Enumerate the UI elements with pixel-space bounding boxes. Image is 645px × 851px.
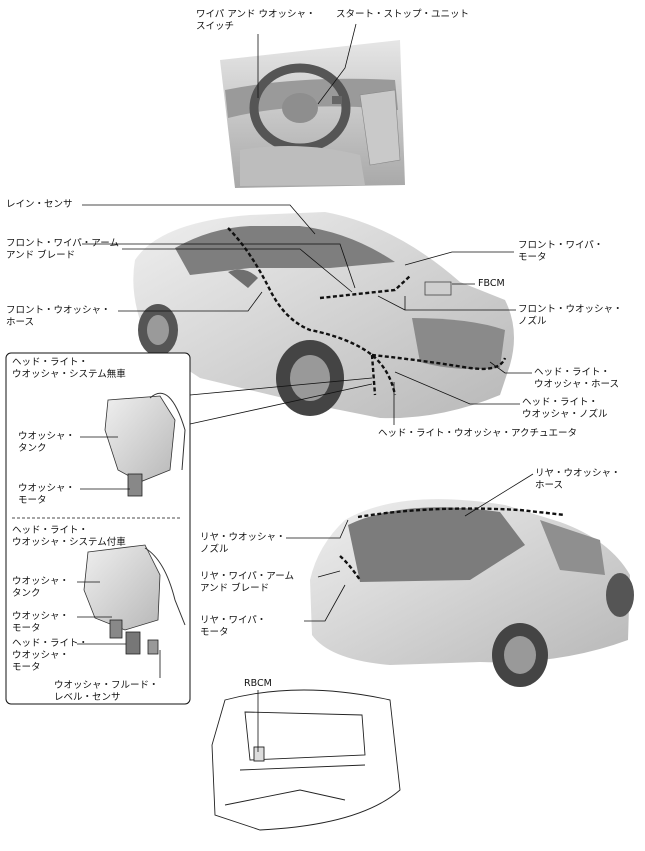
label-headlight-washer-hose: ヘッド・ライト・ ウオッシャ・ホース: [534, 367, 620, 390]
label-headlight-washer-actuator: ヘッド・ライト・ウオッシャ・アクチュエータ: [378, 428, 578, 439]
label-wiper-washer-switch: ワイパ アンド ウオッシャ・ スイッチ: [196, 9, 316, 32]
label-start-stop-unit: スタート・ストップ・ユニット: [336, 9, 470, 20]
trunk-illustration: [211, 689, 401, 831]
label-inset-washer-motor-2: ウオッシャ・ モータ: [12, 611, 70, 634]
label-inset-washer-tank-1: ウオッシャ・ タンク: [18, 431, 76, 454]
label-inset-fluid-level-sensor: ウオッシャ・フルード・ レベル・センサ: [54, 680, 159, 703]
label-front-wiper-motor: フロント・ワイパ・ モータ: [518, 240, 604, 263]
washer-tank-illustration-2: [83, 544, 186, 655]
label-inset-without-hl-washer: ヘッド・ライト・ ウオッシャ・システム無車: [12, 357, 126, 380]
label-inset-hl-washer-motor: ヘッド・ライト・ ウオッシャ・ モータ: [12, 638, 89, 673]
label-front-washer-hose: フロント・ウオッシャ・ ホース: [6, 305, 111, 328]
label-front-washer-nozzle: フロント・ウオッシャ・ ノズル: [518, 304, 623, 327]
label-fbcm: FBCM: [478, 278, 505, 289]
label-rear-washer-nozzle: リヤ・ウオッシャ・ ノズル: [200, 532, 286, 555]
label-front-wiper-arm-blade: フロント・ワイパ・アーム アンド ブレード: [6, 238, 119, 261]
label-inset-washer-motor-1: ウオッシャ・ モータ: [18, 483, 76, 506]
label-inset-with-hl-washer: ヘッド・ライト・ ウオッシャ・システム付車: [12, 525, 126, 548]
label-rear-wiper-arm-blade: リヤ・ワイパ・アーム アンド ブレード: [200, 571, 294, 594]
rear-car-illustration: [310, 499, 634, 687]
label-rbcm: RBCM: [244, 678, 272, 689]
label-rear-wiper-motor: リヤ・ワイパ・ モータ: [200, 615, 267, 638]
washer-tank-illustration-1: [104, 392, 186, 497]
dashboard-illustration: [220, 40, 405, 188]
rear-wiring-harness: [339, 507, 566, 581]
inset-callout-lines: [189, 377, 373, 425]
leader-lines: [77, 23, 534, 752]
label-rear-washer-hose: リヤ・ウオッシャ・ ホース: [535, 468, 621, 491]
front-car-illustration: [133, 212, 514, 419]
label-headlight-washer-nozzle: ヘッド・ライト・ ウオッシャ・ノズル: [522, 397, 608, 420]
front-wiring-harness: [227, 227, 507, 396]
label-rain-sensor: レイン・センサ: [6, 199, 73, 210]
label-inset-washer-tank-2: ウオッシャ・ タンク: [12, 576, 70, 599]
